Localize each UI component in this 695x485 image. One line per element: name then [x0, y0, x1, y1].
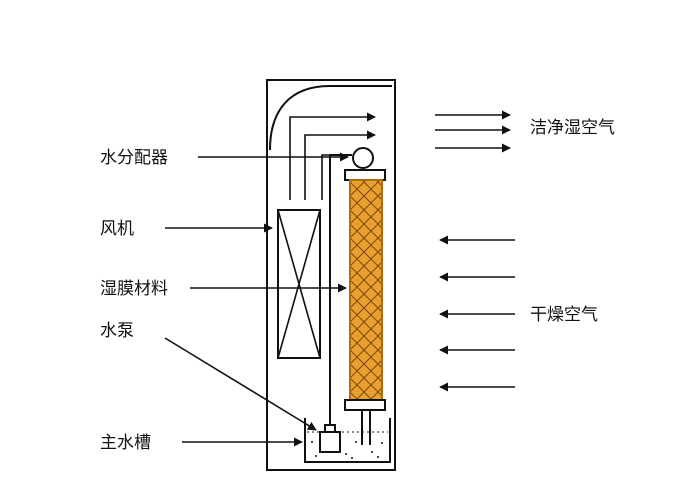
main-tank-label: 主水槽 — [100, 433, 151, 453]
water-pump-label: 水泵 — [100, 321, 134, 341]
main-water-tank — [304, 418, 391, 463]
water-distributor-head — [352, 147, 374, 169]
airflow-path-outer — [289, 112, 376, 200]
clean-humid-air-label: 洁净湿空气 — [530, 118, 615, 138]
drain-pipe — [361, 410, 371, 445]
water-distributor-label: 水分配器 — [100, 148, 168, 168]
airflow-path-middle — [304, 130, 376, 200]
water-pump-top — [324, 424, 336, 433]
cabinet-housing — [266, 79, 396, 471]
water-pipe — [329, 154, 352, 425]
wet-membrane-top-cap — [344, 169, 386, 181]
fan-label: 风机 — [100, 219, 134, 239]
water-pump-pointer — [164, 337, 317, 431]
wet-membrane-label: 湿膜材料 — [100, 279, 168, 299]
wet-membrane-bottom-cap — [344, 399, 386, 411]
dry-air-label: 干燥空气 — [530, 305, 598, 325]
water-pump — [319, 431, 341, 453]
cabinet-inner-curve — [269, 85, 392, 151]
fan-box-cross — [277, 209, 321, 359]
wet-membrane-body — [349, 179, 383, 401]
